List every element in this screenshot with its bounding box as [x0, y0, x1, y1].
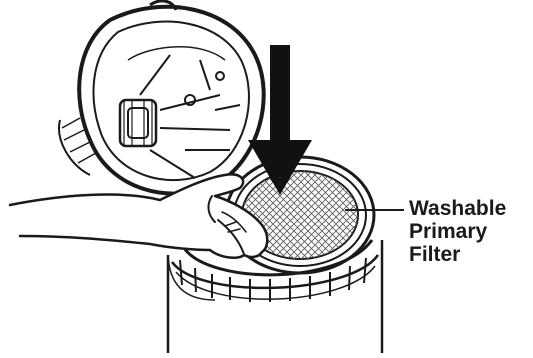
callout-label-line-1: Washable: [409, 197, 506, 220]
canister-lid: [59, 1, 264, 194]
callout-label-line-3: Filter: [409, 243, 460, 266]
callout-label-line-2: Primary: [409, 220, 487, 243]
